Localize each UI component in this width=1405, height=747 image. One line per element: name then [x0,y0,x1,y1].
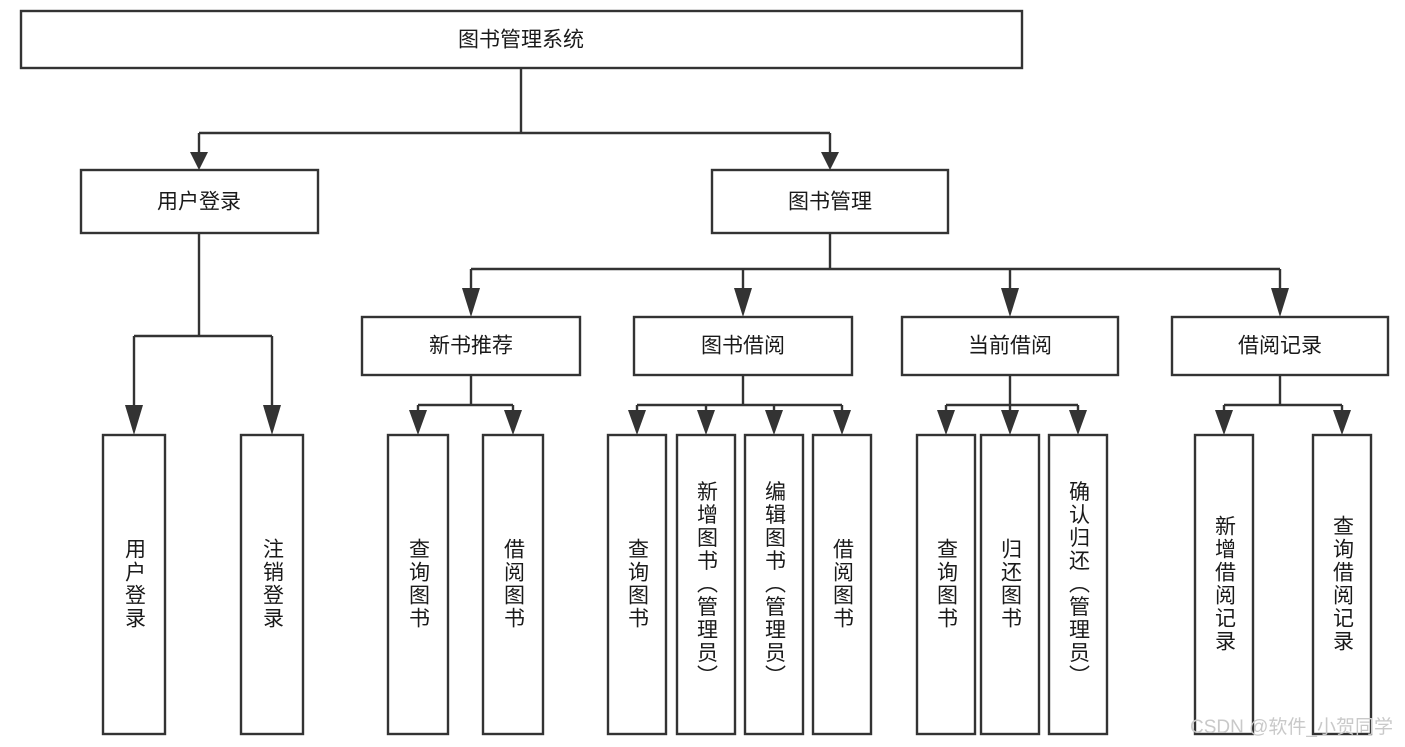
node-leaf-query-book-2-label: 查询图书 [626,538,650,630]
node-user-login[interactable]: 用户登录 [79,168,320,235]
node-leaf-confirm-return-label: 确认归还（管理员） [1067,481,1091,688]
node-leaf-add-record[interactable]: 新增借阅记录 [1193,433,1255,736]
node-leaf-return-book-label: 归还图书 [999,538,1023,630]
arrow-head-new-book-rec [462,288,480,317]
node-borrow-record[interactable]: 借阅记录 [1170,315,1390,377]
node-leaf-user-login[interactable]: 用户登录 [101,433,167,736]
node-root-box[interactable] [19,9,1024,70]
node-leaf-query-record-box[interactable] [1311,433,1373,736]
arrow-head-leaf-add-record [1215,410,1233,435]
arrow-head-leaf-query-book-1 [409,410,427,435]
node-leaf-return-book[interactable]: 归还图书 [979,433,1041,736]
node-leaf-add-record-label: 新增借阅记录 [1213,515,1237,653]
arrow-head-book-manage [821,152,839,170]
node-leaf-return-book-box[interactable] [979,433,1041,736]
node-leaf-query-book-1[interactable]: 查询图书 [386,433,450,736]
node-new-book-rec[interactable]: 新书推荐 [360,315,582,377]
node-leaf-query-book-1-label: 查询图书 [407,538,431,630]
arrow-head-borrow-record [1271,288,1289,317]
node-leaf-confirm-return[interactable]: 确认归还（管理员） [1047,433,1109,736]
node-leaf-query-book-2-box[interactable] [606,433,668,736]
node-leaf-edit-book-label: 编辑图书（管理员） [763,481,787,688]
node-current-borrow-label: 当前借阅 [968,335,1052,358]
node-book-borrow[interactable]: 图书借阅 [632,315,854,377]
arrow-head-current-borrow [1001,288,1019,317]
node-leaf-borrow-book-2[interactable]: 借阅图书 [811,433,873,736]
node-leaf-query-book-3[interactable]: 查询图书 [915,433,977,736]
arrow-head-leaf-add-book [697,410,715,435]
arrow-head-leaf-user-login [125,405,143,435]
node-new-book-rec-label: 新书推荐 [429,335,513,358]
node-leaf-borrow-book-2-label: 借阅图书 [831,538,855,630]
node-current-borrow-box[interactable] [900,315,1120,377]
arrow-head-leaf-edit-book [765,410,783,435]
node-leaf-query-book-3-box[interactable] [915,433,977,736]
arrow-head-leaf-return-book [1001,410,1019,435]
node-leaf-logout[interactable]: 注销登录 [239,433,305,736]
node-new-book-rec-box[interactable] [360,315,582,377]
node-leaf-logout-box[interactable] [239,433,305,736]
arrow-head-book-borrow [734,288,752,317]
arrow-head-leaf-logout [263,405,281,435]
node-leaf-borrow-book-2-box[interactable] [811,433,873,736]
node-book-manage[interactable]: 图书管理 [710,168,950,235]
arrow-head-user-login [190,152,208,170]
node-leaf-user-login-box[interactable] [101,433,167,736]
arrow-head-leaf-confirm-return [1069,410,1087,435]
node-leaf-add-book-box[interactable] [675,433,737,736]
node-book-manage-box[interactable] [710,168,950,235]
node-leaf-edit-book[interactable]: 编辑图书（管理员） [743,433,805,736]
node-leaf-borrow-book-1[interactable]: 借阅图书 [481,433,545,736]
node-leaf-add-book[interactable]: 新增图书（管理员） [675,433,737,736]
node-book-manage-label: 图书管理 [788,191,872,214]
arrow-head-leaf-borrow-book-2 [833,410,851,435]
node-leaf-logout-label: 注销登录 [261,538,285,630]
node-leaf-query-record[interactable]: 查询借阅记录 [1311,433,1373,736]
node-root[interactable]: 图书管理系统 [19,9,1024,70]
node-root-label: 图书管理系统 [458,29,584,52]
node-current-borrow[interactable]: 当前借阅 [900,315,1120,377]
node-user-login-label: 用户登录 [157,191,241,214]
arrow-head-leaf-borrow-book-1 [504,410,522,435]
node-leaf-query-record-label: 查询借阅记录 [1331,515,1355,653]
node-leaf-query-book-2[interactable]: 查询图书 [606,433,668,736]
node-leaf-user-login-label: 用户登录 [123,538,147,630]
arrow-head-leaf-query-book-2 [628,410,646,435]
node-leaf-query-book-3-label: 查询图书 [935,538,959,630]
connector-layer [125,68,1351,435]
node-leaf-borrow-book-1-label: 借阅图书 [502,538,526,630]
node-leaf-confirm-return-box[interactable] [1047,433,1109,736]
node-book-borrow-box[interactable] [632,315,854,377]
node-leaf-query-book-1-box[interactable] [386,433,450,736]
node-leaf-add-book-label: 新增图书（管理员） [695,481,719,688]
node-leaf-borrow-book-1-box[interactable] [481,433,545,736]
node-leaf-add-record-box[interactable] [1193,433,1255,736]
arrow-head-leaf-query-record [1333,410,1351,435]
arrow-head-leaf-query-book-3 [937,410,955,435]
node-leaf-edit-book-box[interactable] [743,433,805,736]
node-borrow-record-label: 借阅记录 [1238,335,1322,358]
node-borrow-record-box[interactable] [1170,315,1390,377]
node-user-login-box[interactable] [79,168,320,235]
node-book-borrow-label: 图书借阅 [701,335,785,358]
